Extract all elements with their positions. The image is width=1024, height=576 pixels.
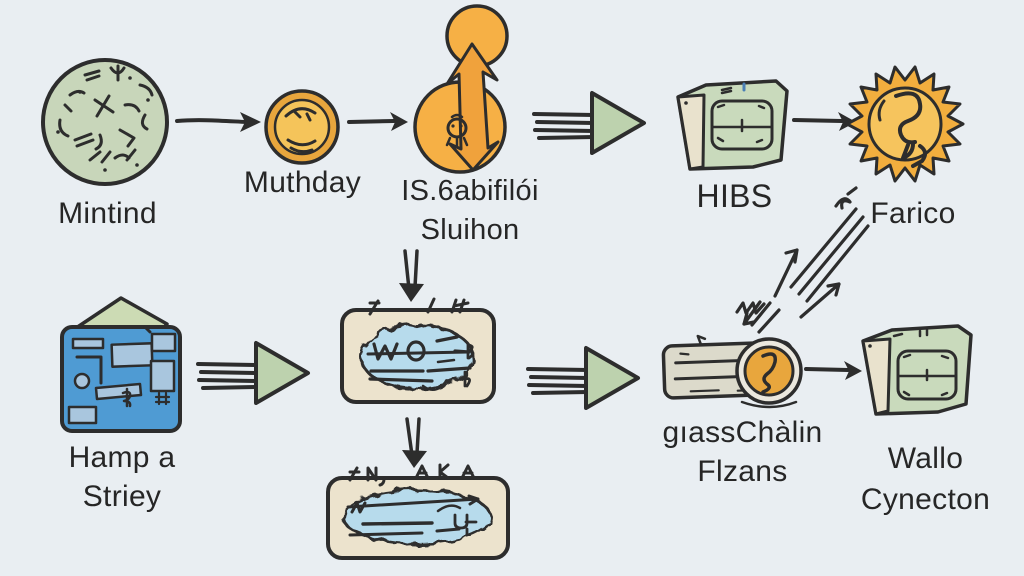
speed-arrow-hampa-note xyxy=(196,341,310,405)
scribble-sphere-icon xyxy=(41,58,169,186)
tally-marks xyxy=(368,297,470,316)
coins-up-arrow-icon xyxy=(413,4,509,174)
arrow-mintind-muthday xyxy=(175,112,261,132)
speed-arrow-solution-hibs xyxy=(532,91,646,155)
building-icon xyxy=(60,296,182,433)
vault-box-icon xyxy=(861,324,973,416)
arrow-muthday-solution xyxy=(347,112,408,131)
label-solution: IS.6abifilói Sluihon xyxy=(401,175,539,246)
gold-coin-icon xyxy=(264,89,340,165)
label-wallo: Wallo Cynecton xyxy=(860,442,991,516)
label-mintind: Mintind xyxy=(58,197,157,230)
arrow-glasschalin-wallo xyxy=(804,361,862,380)
vault-box-icon xyxy=(676,79,789,171)
note-card-icon xyxy=(340,297,496,404)
tally-marks xyxy=(348,463,476,487)
bug-glyph-icon xyxy=(445,113,469,149)
label-muthday: Muthday xyxy=(243,166,362,199)
arrow-hibs-farico xyxy=(792,112,856,131)
label-glasschalin: gıassChàlin Flzans xyxy=(662,416,823,488)
double-arrow-solution-note xyxy=(399,249,424,302)
double-arrow-note-note xyxy=(402,417,427,468)
label-farico: Farico xyxy=(870,197,956,230)
label-hampa: Hamp a Striey xyxy=(68,441,176,513)
note-card-icon xyxy=(326,463,510,560)
label-hibs: HIBS xyxy=(696,178,773,214)
scanner-coin-icon xyxy=(661,334,803,409)
sketch-double-arrow xyxy=(735,186,870,334)
speed-arrow-note-glasschalin xyxy=(526,346,640,410)
sun-coin-icon xyxy=(845,65,965,183)
